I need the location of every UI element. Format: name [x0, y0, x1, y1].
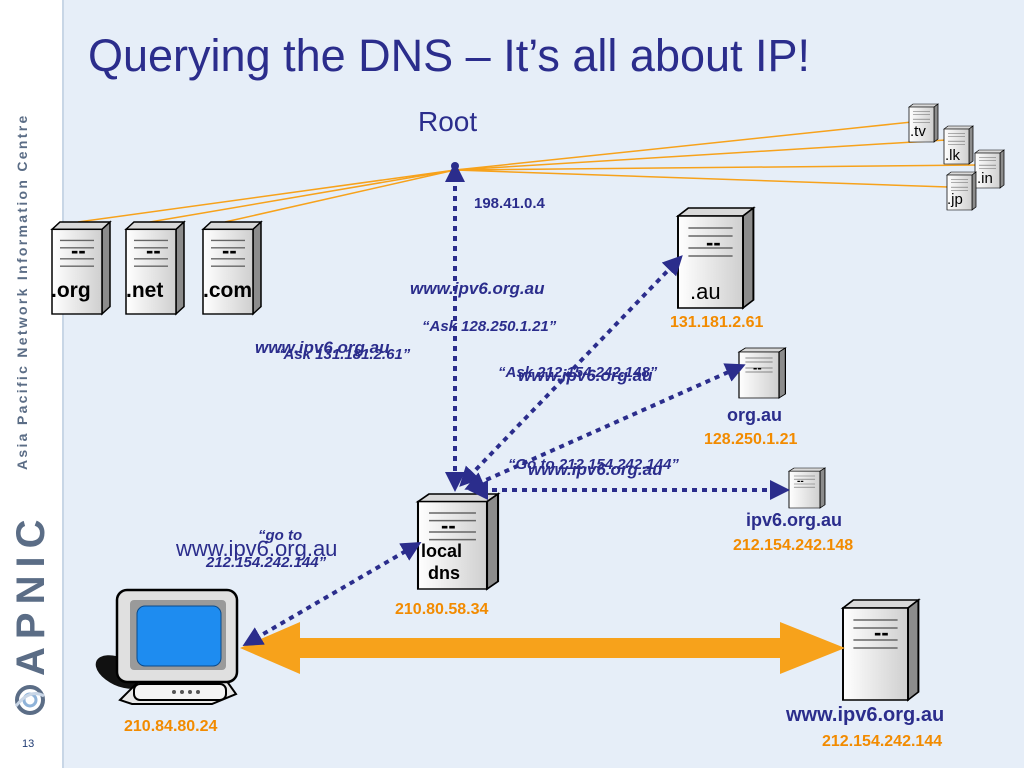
root-label: Root — [418, 106, 478, 137]
org-au-server-ip: 128.250.1.21 — [704, 431, 798, 448]
tld-com-label: .com — [203, 279, 253, 302]
org-server-glyph: -- — [71, 238, 86, 263]
org-au-server-glyph: -- — [753, 360, 762, 375]
answer-root-label: “Ask 131.181.2.61” — [276, 346, 411, 363]
client-computer-icon — [95, 588, 239, 705]
local-dns-label-line2: dns — [428, 563, 461, 583]
client-ip: 210.84.80.24 — [124, 718, 218, 735]
server-web-icon — [842, 599, 920, 701]
com-server-glyph: -- — [222, 238, 237, 263]
au-server-label: .au — [690, 279, 721, 304]
query-org-label: www.ipv6.org.au — [518, 366, 653, 385]
web-server-label: www.ipv6.org.au — [786, 704, 945, 726]
tld-lk-label: .lk — [945, 147, 960, 164]
client-query-label: www.ipv6.org.au — [176, 536, 338, 561]
query-root-label: www.ipv6.org.au — [255, 338, 390, 357]
tld-tv-label: .tv — [910, 123, 926, 140]
client-answer-line2: 212.154.242.144” — [206, 554, 327, 571]
apnic-logo-swirl-icon — [14, 685, 45, 715]
server-ipv6-org-au-icon — [788, 467, 826, 509]
au-server-ip: 131.181.2.61 — [670, 314, 764, 331]
answer-au-label: “Ask 128.250.1.21” — [422, 318, 557, 335]
tld-in-label: .in — [977, 170, 993, 187]
query-au-label: www.ipv6.org.au — [410, 279, 545, 298]
query-ipv6-label: www.ipv6.org.au — [528, 460, 663, 479]
tld-org-label: .org — [51, 279, 91, 302]
sidebar: Asia Pacific Network Information Centre … — [0, 0, 64, 768]
http-connection-arrow — [240, 622, 845, 674]
server-org-au-icon — [738, 347, 787, 399]
local-dns-label-line1: local — [421, 541, 463, 561]
ipv6-server-glyph: -- — [797, 476, 804, 487]
web-server-ip: 212.154.242.144 — [822, 733, 943, 750]
root-ip: 198.41.0.4 — [474, 195, 545, 212]
net-server-glyph: -- — [146, 238, 161, 263]
root-node — [451, 162, 459, 170]
ipv6-org-au-server-ip: 212.154.242.148 — [733, 537, 854, 554]
query-arrows — [242, 162, 790, 647]
org-au-server-label: org.au — [727, 405, 783, 425]
au-server-glyph: -- — [706, 230, 721, 255]
ipv6-org-au-server-label: ipv6.org.au — [746, 510, 843, 530]
tld-jp-label: .jp — [947, 191, 963, 208]
slide-title: Querying the DNS – It’s all about IP! — [88, 30, 811, 81]
slide-number: 13 — [22, 738, 35, 750]
local-dns-glyph: -- — [441, 513, 456, 538]
root-connections — [77, 121, 979, 223]
local-dns-ip: 210.80.58.34 — [395, 601, 489, 618]
client-answer-line1: “go to — [258, 527, 303, 544]
web-server-glyph: -- — [874, 620, 889, 645]
answer-org-label: “Ask 212.154.242.148” — [498, 364, 658, 381]
tld-net-label: .net — [126, 279, 164, 302]
answer-ipv6-label: “Go to 212.154.242.144” — [508, 456, 679, 473]
